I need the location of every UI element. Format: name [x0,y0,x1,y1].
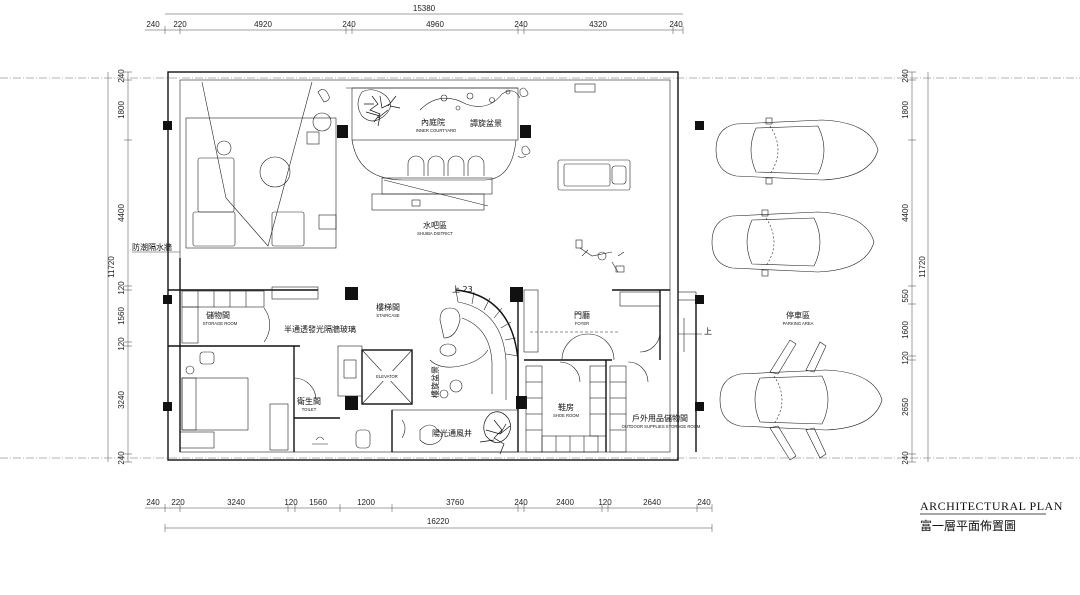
right-dim-5: 1600 [901,321,910,339]
top-dimension-chain: 15380 240 220 4920 240 4960 240 4320 240 [145,4,684,34]
courtyard-label-en: INNER COURTYARD [416,128,456,133]
elevator-shaft: ELEVATOR [337,345,413,449]
top-dim-5: 4960 [426,20,444,29]
drawing-title: ARCHITECTURAL PLAN 富一層平面佈置圖 [920,499,1063,533]
level-mark: 上 23 [452,285,473,294]
structural-columns [163,121,704,411]
inner-courtyard: 內庭院 INNER COURTYARD 譚旋盆景 [346,83,596,158]
shuiba-label-en: SHUIBA DISTRICT [417,231,453,236]
toilet-room: 衛生間 TOILET [293,346,340,452]
bottom-dim-8: 240 [514,498,528,507]
title-zh: 富一層平面佈置圖 [920,518,1016,533]
outdoor-storage-room: 戶外用品儲物間 OUTDOOR SUPPLIES STORAGE ROOM [605,300,701,453]
shuiba-bar-area: 水吧區 SHUIBA DISTRICT [351,139,631,273]
right-dim-2: 1800 [901,101,910,119]
staircase-label-en: STAIRCASE [376,313,400,318]
light-well: 陽光通風井 [391,409,519,455]
bottom-dim-5: 1560 [309,498,327,507]
top-dim-2: 220 [173,20,187,29]
bottom-dim-4: 120 [284,498,298,507]
shuiba-label-zh: 水吧區 [423,220,447,230]
left-dim-1: 240 [117,69,126,83]
top-dim-8: 240 [669,20,683,29]
interior-walls: 防潮隔水牆 [132,242,519,452]
right-dim-7: 2650 [901,398,910,416]
title-en: ARCHITECTURAL PLAN [920,499,1063,513]
left-dim-2: 1800 [117,101,126,119]
car-1 [715,117,879,185]
outdoor-storage-label-en: OUTDOOR SUPPLIES STORAGE ROOM [622,424,701,429]
right-dimension-chain: 240 1800 4400 550 1600 120 2650 240 1172… [901,69,929,465]
top-dim-1: 240 [146,20,160,29]
foyer-label-en: FOYER [575,321,589,326]
bottom-dim-3: 3240 [227,498,245,507]
shoe-room: 鞋房 SHOE ROOM [525,361,607,453]
parking-area: 停車區 PARKING AREA [711,117,883,461]
bottom-dim-7: 3760 [446,498,464,507]
bottom-left-room [179,351,289,451]
axis-lines [0,77,1080,459]
right-dim-4: 550 [901,289,910,303]
waterproof-wall-note: 防潮隔水牆 [132,242,172,252]
parking-label-zh: 停車區 [786,310,810,320]
bottom-dim-1: 240 [146,498,160,507]
lounge-area [185,81,337,249]
bottom-dim-10: 120 [598,498,612,507]
left-overall-dim: 11720 [107,256,116,278]
top-dim-4: 240 [342,20,356,29]
top-dim-3: 4920 [254,20,272,29]
foyer: 門廳 FOYER 上 [523,289,712,361]
staircase-label-zh: 樓梯間 [376,302,400,312]
toilet-label-zh: 衛生間 [297,396,321,406]
toilet-label-en: TOILET [302,407,317,412]
right-dim-8: 240 [901,451,910,465]
bottom-dim-2: 220 [171,498,185,507]
right-overall-dim: 11720 [918,256,927,278]
courtyard-label-zh: 內庭院 [421,117,445,127]
bottom-dim-12: 240 [697,498,711,507]
car-2 [711,209,875,277]
left-dim-3: 4400 [117,204,126,222]
left-dimension-chain: 11720 240 1800 4400 120 1560 120 3240 24… [107,69,132,465]
bottom-overall-dim: 16220 [427,517,450,526]
glass-partition-note: 半通透發光隔牆玻璃 [284,324,356,334]
left-dim-8: 240 [117,451,126,465]
bottom-dim-11: 2640 [643,498,661,507]
bottom-dim-9: 2400 [556,498,574,507]
bottom-dimension-chain: 240 220 3240 120 1560 1200 3760 240 2400… [145,498,713,532]
top-dim-7: 4320 [589,20,607,29]
shoe-room-label-zh: 鞋房 [558,402,574,412]
left-dim-6: 120 [117,337,126,351]
elevator-label: ELEVATOR [376,374,398,379]
light-well-note: 陽光通風井 [432,428,472,438]
stair-bonsai-note: 樓旋盆景 [430,366,440,398]
bottom-dim-6: 1200 [357,498,375,507]
courtyard-note: 譚旋盆景 [470,118,502,128]
left-dim-7: 3240 [117,391,126,409]
right-dim-1: 240 [901,69,910,83]
shoe-room-label-en: SHOE ROOM [553,413,580,418]
top-overall-dim: 15380 [413,4,436,13]
right-dim-6: 120 [901,351,910,365]
up-mark: 上 [704,327,712,336]
car-3 [719,339,883,461]
foyer-label-zh: 門廳 [574,310,590,320]
left-dim-5: 1560 [117,307,126,325]
right-dim-3: 4400 [901,204,910,222]
top-dim-6: 240 [514,20,528,29]
storage-label-en: STORAGE ROOM [203,321,238,326]
parking-label-en: PARKING AREA [783,321,814,326]
outdoor-storage-label-zh: 戶外用品儲物間 [632,413,688,423]
staircase: 樓梯間 STAIRCASE 上 23 樓旋盆景 [376,285,519,402]
left-dim-4: 120 [117,281,126,295]
storage-label-zh: 儲物間 [206,310,230,320]
storage-room: 儲物間 STORAGE ROOM 半通透發光隔牆玻璃 [168,286,356,347]
